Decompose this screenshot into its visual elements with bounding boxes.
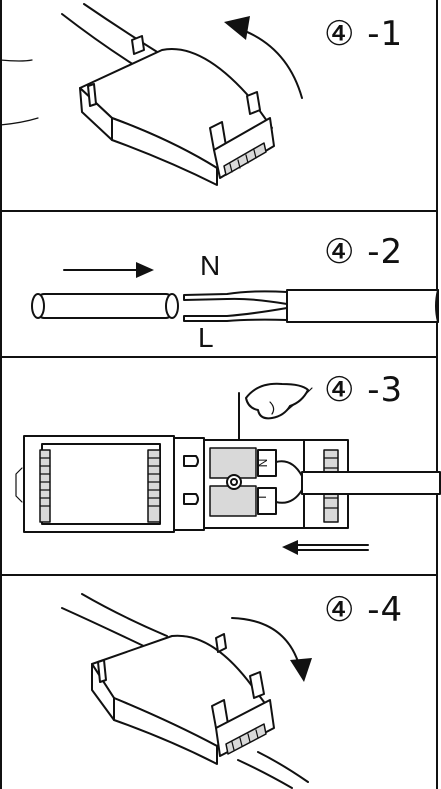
step-label: ④ -3 bbox=[324, 370, 404, 410]
step-panel-2: ④ -2 N L bbox=[0, 212, 439, 358]
close-housing-illustration bbox=[61, 593, 312, 789]
wire-prep-illustration bbox=[31, 262, 439, 323]
arrow-head bbox=[290, 658, 312, 682]
cable bbox=[301, 471, 441, 495]
step-panel-4: ④ -4 bbox=[0, 576, 438, 789]
step-label: ④ -4 bbox=[324, 590, 404, 630]
wire-label-l: L bbox=[198, 322, 214, 353]
wire-label-n: N bbox=[200, 250, 221, 281]
rotate-arrow-cw bbox=[231, 617, 301, 669]
step-label: ④ -1 bbox=[324, 14, 404, 54]
neutral-conductor bbox=[183, 290, 288, 305]
open-housing-illustration bbox=[0, 3, 303, 186]
step-panel-1: ④ -1 bbox=[0, 0, 438, 212]
terminal-label-n: N bbox=[255, 458, 270, 468]
terminal-label-l: L bbox=[254, 495, 269, 503]
rotate-arrow-ccw bbox=[236, 27, 303, 99]
arrow-head bbox=[224, 16, 250, 40]
terminal-wiring-illustration bbox=[15, 382, 441, 555]
step-label: ④ -2 bbox=[324, 232, 404, 272]
step-panel-3: ④ -3 N L bbox=[0, 358, 441, 576]
live-conductor bbox=[183, 307, 288, 322]
insulation-sleeve bbox=[37, 293, 173, 319]
